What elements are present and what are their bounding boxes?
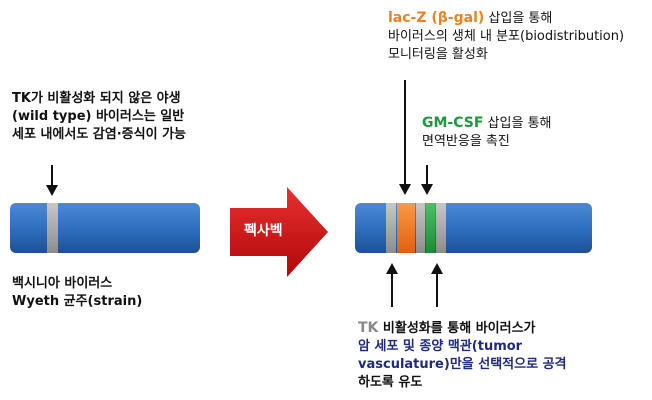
- gmcsf-down-arrow: [421, 165, 433, 195]
- gmcsf-description: GM-CSF 삽입을 통해 면역반응을 촉진: [422, 113, 552, 151]
- left-tk-band: [47, 203, 58, 253]
- tk-line: vasculature)만을 선택적으로 공격: [358, 357, 567, 372]
- virus-name: 백시니아 바이러스: [12, 276, 113, 291]
- lacz-description: lac-Z (β-gal) 삽입을 통해 바이러스의 생체 내 분포(biodi…: [388, 8, 624, 64]
- gmcsf-title-rest: 삽입을 통해: [483, 116, 552, 131]
- right-tk-band-right: [436, 203, 446, 253]
- left-pointer-arrow: [46, 165, 58, 196]
- tk-term: TK: [358, 320, 379, 336]
- left-caption: 백시니아 바이러스 Wyeth 균주(strain): [12, 275, 142, 311]
- wild-type-genome-bar: [10, 203, 200, 253]
- tk-up-arrow-left: [386, 263, 398, 307]
- left-description: TK가 비활성화 되지 않은 야생 (wild type) 바이러스는 일반 세…: [12, 90, 186, 144]
- left-description-line: 세포 내에서도 감염·증식이 가능: [12, 127, 186, 142]
- gmcsf-name: GM-CSF: [422, 115, 484, 131]
- tk-up-arrow-right: [431, 263, 443, 307]
- lacz-line: 바이러스의 생체 내 분포(biodistribution): [388, 29, 625, 44]
- engineered-genome-bar: [355, 203, 592, 253]
- lacz-title: lac-Z (β-gal) 삽입을 통해: [388, 8, 624, 28]
- gmcsf-insert-band: [426, 203, 435, 253]
- lacz-line: 모니터링을 활성화: [388, 47, 488, 62]
- big-red-arrow: [230, 187, 328, 277]
- lacz-name: lac-Z (β-gal): [388, 10, 485, 26]
- right-tk-band-mid: [416, 203, 425, 253]
- lacz-title-rest: 삽입을 통해: [484, 11, 553, 26]
- gmcsf-line: 면역반응을 촉진: [422, 134, 510, 149]
- tk-line: TK 비활성화를 통해 바이러스가: [358, 318, 567, 338]
- lacz-down-arrow: [399, 80, 411, 195]
- tk-line: 암 세포 및 종양 맥관(tumor: [358, 339, 523, 354]
- left-description-line: TK가 비활성화 되지 않은 야생: [12, 91, 181, 106]
- tk-line: 하도록 유도: [358, 375, 423, 390]
- right-tk-band-left: [386, 203, 396, 253]
- tk-description: TK 비활성화를 통해 바이러스가 암 세포 및 종양 맥관(tumor vas…: [358, 318, 567, 392]
- tk-line-rest: 비활성화를 통해 바이러스가: [378, 321, 536, 336]
- pexavec-label: 펙사벡: [244, 223, 283, 239]
- gmcsf-title: GM-CSF 삽입을 통해: [422, 113, 552, 133]
- lacz-insert-band: [397, 203, 415, 253]
- left-description-line: (wild type) 바이러스는 일반: [12, 109, 185, 124]
- strain-name: Wyeth 균주(strain): [12, 294, 143, 309]
- left-bar-body: [10, 203, 200, 253]
